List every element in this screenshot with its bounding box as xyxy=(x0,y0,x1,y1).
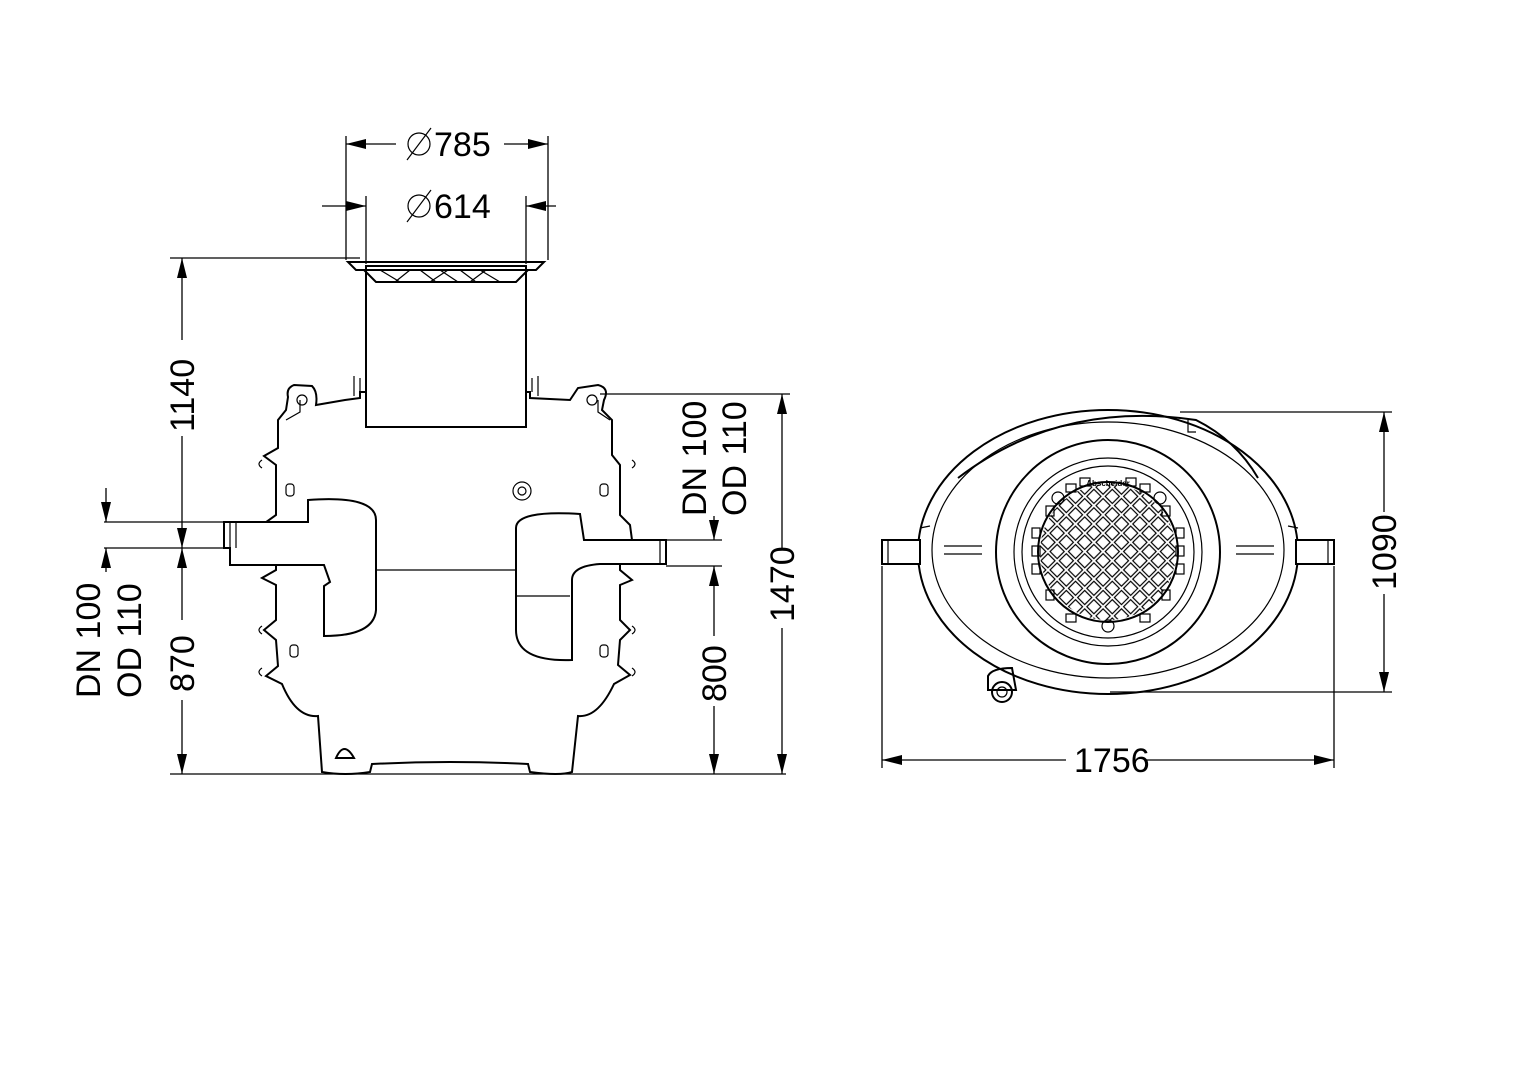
dim-870-label: 870 xyxy=(164,635,202,692)
tank-body xyxy=(259,383,634,775)
top-view: Abscheider 1090 1756 xyxy=(881,409,1404,780)
dim-1756-label: 1756 xyxy=(1074,742,1150,780)
dim-left: 1140 870 DN 100 OD 110 xyxy=(70,257,786,775)
dim-800-label: 800 xyxy=(696,645,734,702)
inlet-dn-label: DN 100 xyxy=(70,583,108,698)
dim-right: 1470 800 DN 100 OD 110 xyxy=(600,393,802,774)
dim-1090-label: 1090 xyxy=(1366,514,1404,590)
dim-top-inner: 614 xyxy=(322,188,556,264)
outlet-od-label: OD 110 xyxy=(716,401,754,516)
riser-shaft xyxy=(365,265,527,428)
dim-1140-label: 1140 xyxy=(164,359,202,432)
dim-614-label: 614 xyxy=(434,188,491,226)
inlet-pipe xyxy=(223,498,377,638)
outlet-dn-label: DN 100 xyxy=(676,401,714,516)
dim-1470-label: 1470 xyxy=(764,546,802,622)
side-view: 785 614 1140 xyxy=(70,126,802,775)
cover-label: Abscheider xyxy=(1086,479,1130,488)
inlet-od-label: OD 110 xyxy=(111,583,149,698)
dim-785-label: 785 xyxy=(434,126,491,164)
cover-ring-pattern xyxy=(1031,477,1185,623)
dim-top-outer: 785 xyxy=(345,126,549,260)
outlet-pipe xyxy=(515,512,667,662)
dim-top-view: 1090 1756 xyxy=(881,411,1404,780)
